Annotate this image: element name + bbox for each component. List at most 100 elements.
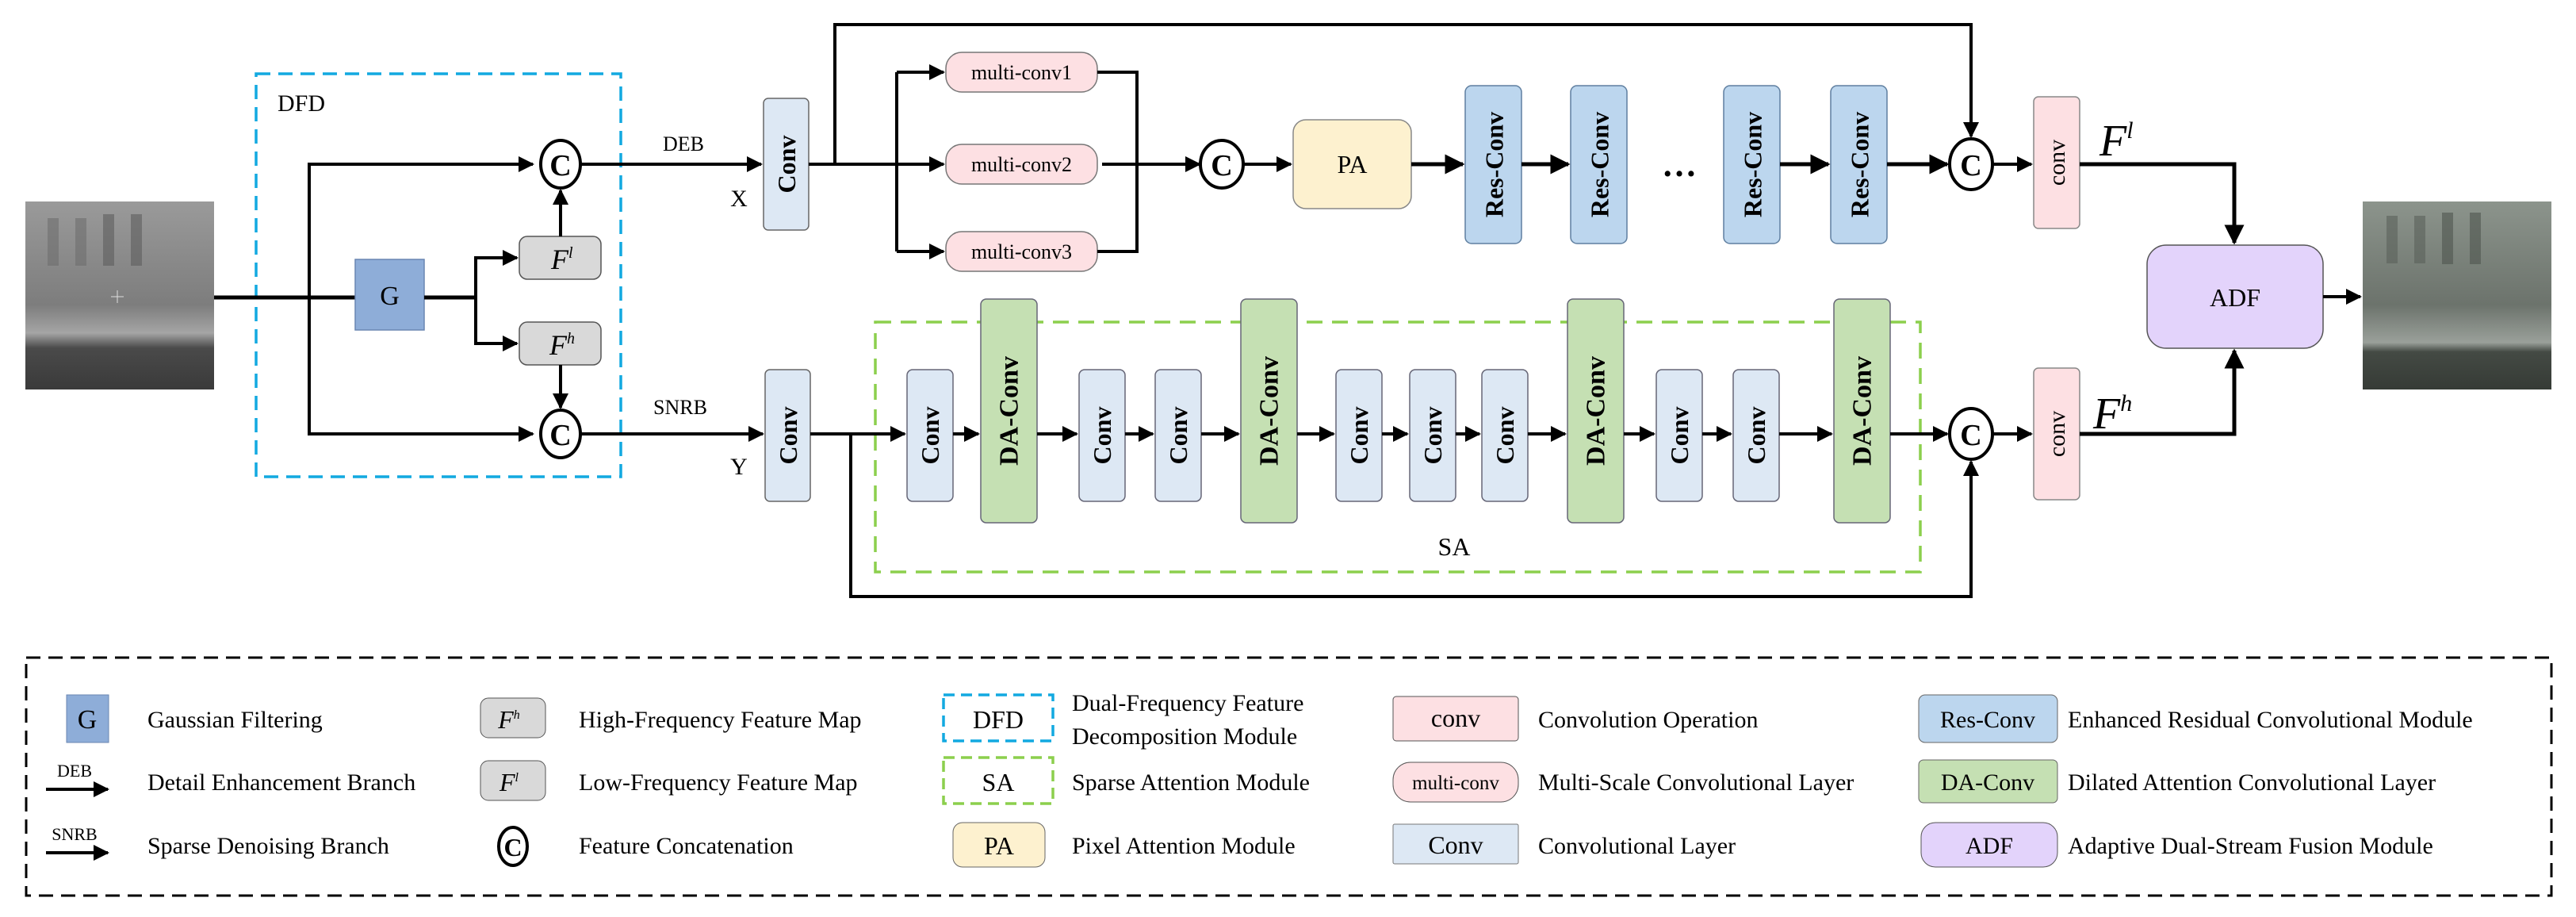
- y-label: Y: [730, 454, 748, 480]
- legend-symbol-conv_op: conv: [1392, 696, 1519, 742]
- dfd-module-border: [255, 72, 622, 478]
- legend-symbol-pa: PA: [952, 822, 1046, 868]
- legend-symbol-arrow: DEB: [46, 761, 109, 797]
- gaussian-filter-block: [354, 259, 425, 331]
- res-conv-label: Res-Conv: [1846, 112, 1874, 217]
- to-low-freq-connector: [474, 250, 519, 297]
- legend-symbol-feature: Fl: [480, 760, 546, 801]
- legend-symbol-text: conv: [1431, 704, 1480, 732]
- legend-item: ADF Adaptive Dual-Stream Fusion Module: [1920, 822, 2433, 868]
- legend-label: Low-Frequency Feature Map: [579, 769, 858, 796]
- snrb-conv-block: Conv: [764, 369, 811, 502]
- to-high-freq-connector: [474, 297, 519, 351]
- concat-symbol: C: [1960, 149, 1981, 182]
- legend-symbol-text: PA: [984, 831, 1014, 860]
- legend-label: Sparse Attention Module: [1072, 769, 1310, 796]
- legend-label: High-Frequency Feature Map: [579, 707, 862, 733]
- legend-item: DA-Conv Dilated Attention Convolutional L…: [1918, 759, 2436, 804]
- legend-symbol-dfd: DFD: [942, 693, 1055, 742]
- sa-conv-block: Conv: [1481, 369, 1529, 502]
- legend-item: conv Convolution Operation: [1392, 696, 1758, 742]
- legend-symbol-feature: Fh: [480, 697, 546, 739]
- conv-label: Conv: [1088, 407, 1116, 465]
- da-conv-block: DA-Conv: [1833, 298, 1891, 524]
- da-conv-label: DA-Conv: [1848, 356, 1877, 466]
- deb-label: DEB: [663, 132, 704, 155]
- legend-item: DEB Detail Enhancement Branch: [46, 761, 415, 797]
- res-conv-label: Res-Conv: [1586, 112, 1614, 217]
- res-conv-label: Res-Conv: [1480, 112, 1509, 217]
- snrb-skip-connector: [849, 434, 1979, 598]
- legend-label: Dual-Frequency Feature: [1072, 690, 1303, 716]
- pixel-attention-block: PA: [1292, 119, 1412, 209]
- conv-label: Conv: [1418, 407, 1447, 465]
- da-conv-block: DA-Conv: [1567, 298, 1625, 524]
- legend-label: Detail Enhancement Branch: [147, 769, 415, 796]
- adf-block: ADF: [2146, 244, 2324, 349]
- output-image: [2363, 201, 2551, 389]
- high-frequency-label: Fh: [549, 329, 575, 361]
- legend-label: Decomposition Module: [1072, 723, 1297, 750]
- deb-skip-connector: [833, 23, 1979, 164]
- legend-symbol-text: C: [503, 833, 522, 861]
- legend-item: Fl Low-Frequency Feature Map: [480, 760, 858, 801]
- conv-op-top-block: conv: [2033, 96, 2080, 229]
- legend-symbol-multi_conv: multi-conv: [1392, 762, 1519, 803]
- legend-label: Dilated Attention Convolutional Layer: [2068, 769, 2436, 796]
- legend-symbol-text: Conv: [1428, 831, 1483, 859]
- bypass-bottom-connector: [308, 297, 534, 442]
- legend-symbol-text: ADF: [1965, 833, 2013, 859]
- sa-chain: Conv DA-Conv Conv Conv DA-Conv Conv Conv Conv DA…: [851, 298, 1949, 524]
- concat-node-deb: C: [539, 139, 582, 190]
- legend-symbol-sa: SA: [942, 756, 1055, 805]
- concat-symbol: C: [549, 149, 571, 182]
- sa-conv-block: Conv: [1154, 369, 1202, 502]
- legend-symbol-text: DFD: [973, 705, 1024, 734]
- legend-border: [25, 656, 2553, 897]
- concat-node-snrb: C: [539, 409, 582, 459]
- res-conv-ellipsis: …: [1662, 145, 1697, 184]
- legend-item: Fh High-Frequency Feature Map: [480, 697, 862, 739]
- legend-item: PA Pixel Attention Module: [952, 822, 1296, 868]
- legend-symbol-text: Fl: [499, 768, 519, 796]
- res-conv-block: Res-Conv: [1830, 85, 1888, 244]
- multi-conv2-label: multi-conv2: [971, 153, 1072, 176]
- legend-label: Convolution Operation: [1538, 707, 1758, 733]
- conv-label: Conv: [1164, 407, 1192, 465]
- output-low-label: Fl: [2099, 117, 2134, 166]
- legend-symbol-adf: ADF: [1920, 822, 2058, 868]
- legend-symbol-conv_layer: Conv: [1392, 823, 1519, 865]
- legend-label: Gaussian Filtering: [147, 707, 323, 733]
- concat-symbol: C: [1960, 419, 1981, 452]
- concat-symbol: C: [549, 419, 571, 452]
- legend-item: Res-Conv Enhanced Residual Convolutional …: [1918, 694, 2473, 743]
- low-to-adf-connector: [2080, 162, 2245, 245]
- legend-label: Pixel Attention Module: [1072, 833, 1296, 859]
- bypass-top-connector: [308, 156, 534, 297]
- da-conv-label: DA-Conv: [1582, 356, 1611, 466]
- multi-conv2-block: multi-conv2: [945, 144, 1098, 185]
- res-conv-block: Res-Conv: [1570, 85, 1628, 244]
- conv-label: Conv: [772, 136, 801, 194]
- concat-node-deb-out: C: [1948, 137, 1994, 191]
- gaussian-label: G: [380, 282, 400, 311]
- sa-conv-block: Conv: [1732, 369, 1780, 502]
- pa-label: PA: [1338, 150, 1368, 178]
- x-label: X: [730, 186, 748, 212]
- legend-label: Enhanced Residual Convolutional Module: [2068, 707, 2473, 733]
- high-to-adf-connector: [2080, 348, 2245, 436]
- legend-symbol-text: DA-Conv: [1941, 769, 2034, 796]
- da-conv-label: DA-Conv: [995, 356, 1024, 466]
- legend-symbol-res_conv: Res-Conv: [1918, 694, 2058, 743]
- conv-label: Conv: [916, 407, 944, 465]
- legend-symbol-text: Res-Conv: [1940, 707, 2035, 733]
- legend-label: Adaptive Dual-Stream Fusion Module: [2068, 833, 2433, 859]
- legend-symbol-da_conv: DA-Conv: [1918, 759, 2058, 804]
- da-conv-block: DA-Conv: [1240, 298, 1298, 524]
